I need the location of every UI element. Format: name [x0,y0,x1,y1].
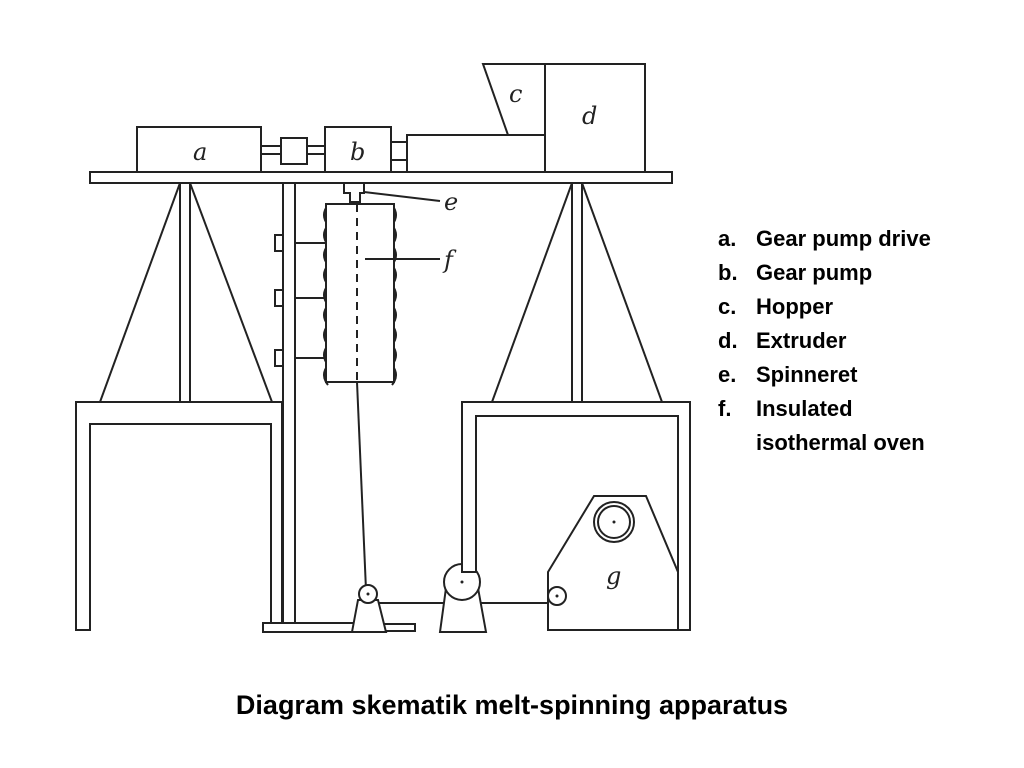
right-frame [461,401,691,631]
label-c: c [509,80,522,108]
guide-roller-stand-1 [350,599,388,633]
label-g: g [606,562,621,590]
legend-item-d: d. Extruder [718,324,956,358]
left-trestle-leg-1 [99,182,181,403]
coupling [280,137,308,165]
legend-item-a: a. Gear pump drive [718,222,956,256]
coupling-b-extruder [390,141,408,161]
label-e: e [444,188,458,216]
support-column [282,182,296,624]
gear-pump-box [324,126,392,173]
spinneret [343,183,365,203]
label-a: a [193,138,207,166]
legend: a. Gear pump drive b. Gear pump c. Hoppe… [718,222,956,460]
left-trestle-leg-4 [189,182,273,403]
legend-letter: f. [718,396,732,421]
bracket-1 [274,234,284,252]
legend-text: Gear pump [756,260,873,285]
label-f: f [442,246,457,274]
right-trestle-leg-1 [491,182,573,403]
left-table [75,401,283,631]
table-top [89,171,673,184]
extruder-barrel [406,134,546,173]
winder-spool-axle [612,520,616,524]
legend-item-e: e. Spinneret [718,358,956,392]
diagram-caption: Diagram skematik melt-spinning apparatus [235,690,789,720]
winder-spool-inner [597,505,631,539]
base-plate-right [382,623,416,632]
label-d: d [582,102,597,130]
oven-body [325,203,395,383]
legend-text: Hopper [756,294,833,319]
legend-item-f: f. Insulated isothermal oven [718,392,956,460]
bracket-3 [274,349,284,367]
gear-pump-drive-box [136,126,262,173]
right-trestle-leg-4 [581,182,663,403]
bracket-2 [274,289,284,307]
legend-letter: a. [718,226,737,251]
legend-item-b: b. Gear pump [718,256,956,290]
oven-insulation-left [323,204,330,386]
winder-guide-axle [555,594,559,598]
guide-roller-1-axle [366,592,370,596]
legend-text: Gear pump drive [756,226,931,251]
spinneret-leader [363,191,441,202]
legend-letter: e. [718,362,737,387]
legend-text: Spinneret [756,362,858,387]
label-b: b [350,138,365,166]
filament-vertical [356,381,367,591]
legend-text: Insulated isothermal oven [756,396,925,455]
legend-text: Extruder [756,328,847,353]
winder-body [547,495,679,631]
legend-letter: c. [718,294,737,319]
legend-letter: d. [718,328,738,353]
legend-letter: b. [718,260,738,285]
legend-item-c: c. Hopper [718,290,956,324]
extruder-box [544,63,646,173]
oven-insulation-right [390,204,397,386]
godet-roller-axle [460,580,464,584]
